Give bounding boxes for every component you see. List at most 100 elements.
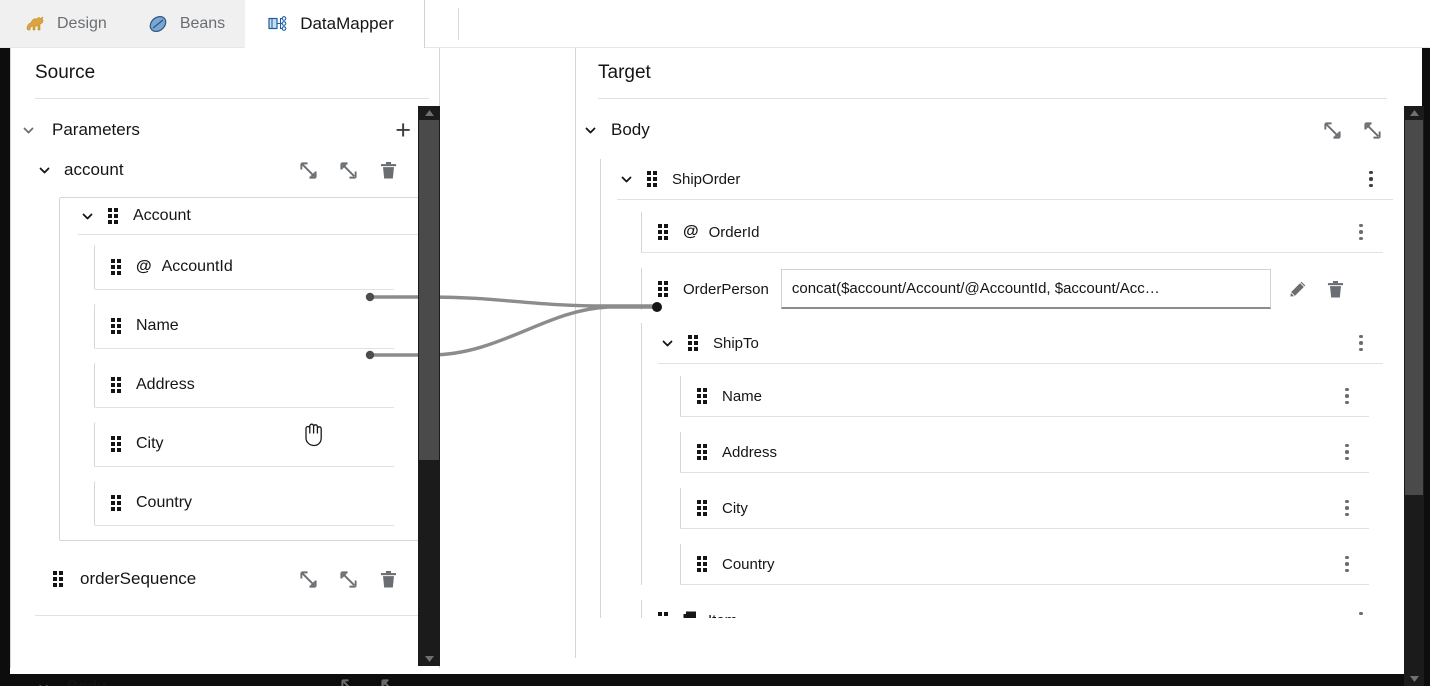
source-field-Country[interactable]: Country [94, 481, 394, 526]
drag-handle-icon[interactable] [697, 500, 710, 516]
scroll-up-arrow-icon[interactable] [1404, 106, 1424, 120]
attribute-marker-icon: @ [683, 223, 699, 240]
source-Account-header[interactable]: Account [60, 198, 418, 234]
drag-handle-icon[interactable] [688, 335, 701, 351]
target-field-City[interactable]: City [680, 488, 1369, 529]
source-node-orderSequence[interactable]: orderSequence [11, 557, 439, 601]
chevron-down-icon[interactable] [581, 121, 599, 139]
chevron-down-icon[interactable] [35, 161, 53, 179]
drag-handle-icon[interactable] [108, 208, 121, 224]
expression-input[interactable]: concat($account/Account/@AccountId, $acc… [780, 269, 1271, 309]
source-parameters-header[interactable]: Parameters + [11, 113, 439, 147]
pencil-icon[interactable] [1287, 278, 1309, 300]
target-field-label: Name [722, 387, 763, 405]
divider [658, 363, 1383, 364]
drag-handle-icon[interactable] [111, 377, 124, 393]
drag-handle-icon[interactable] [111, 495, 124, 511]
source-field-AccountId[interactable]: @ AccountId [94, 245, 394, 290]
chevron-down-icon[interactable] [78, 207, 96, 225]
camel-icon [24, 13, 46, 35]
target-field-Country[interactable]: Country [680, 544, 1369, 585]
drag-handle-icon[interactable] [658, 224, 671, 240]
divider [642, 252, 1383, 253]
source-scrollbar[interactable] [418, 106, 440, 666]
target-ShipTo-children: Name Address [680, 376, 1369, 585]
kebab-menu-icon[interactable] [1337, 441, 1357, 463]
export-instance-icon[interactable] [337, 568, 359, 590]
kebab-menu-icon[interactable] [1337, 497, 1357, 519]
export-instance-icon[interactable] [1361, 119, 1383, 141]
export-instance-icon[interactable] [337, 159, 359, 181]
source-field-Name[interactable]: Name [94, 304, 394, 349]
drag-handle-icon[interactable] [111, 259, 124, 275]
target-field-Address[interactable]: Address [680, 432, 1369, 473]
target-ShipOrder-label: ShipOrder [672, 170, 741, 188]
export-instance-icon[interactable] [378, 676, 400, 686]
source-field-label: Country [136, 494, 193, 511]
target-field-label: Item [708, 612, 737, 619]
source-account-header[interactable]: account [11, 153, 439, 187]
import-instance-icon[interactable] [338, 676, 360, 686]
target-scrollbar[interactable] [1404, 106, 1424, 686]
drag-handle-icon[interactable] [697, 556, 710, 572]
source-next-section-partial[interactable]: Body [34, 670, 434, 686]
drag-handle-icon[interactable] [111, 436, 124, 452]
source-field-City[interactable]: City [94, 422, 394, 467]
drag-handle-icon[interactable] [697, 444, 710, 460]
add-parameter-button[interactable]: + [395, 115, 411, 145]
source-field-label: City [136, 435, 164, 452]
kebab-menu-icon[interactable] [1337, 553, 1357, 575]
tab-beans[interactable]: Beans [127, 0, 245, 48]
drag-handle-icon[interactable] [647, 171, 660, 187]
target-scrollbar-thumb[interactable] [1405, 120, 1423, 495]
kebab-menu-icon[interactable] [1351, 332, 1371, 354]
target-field-label: City [722, 499, 748, 517]
drag-handle-icon[interactable] [53, 571, 66, 587]
tab-bar-underline [0, 47, 1430, 48]
kebab-menu-icon[interactable] [1351, 221, 1371, 243]
trash-icon[interactable] [377, 159, 399, 181]
chevron-down-icon[interactable] [658, 334, 676, 352]
import-instance-icon[interactable] [1321, 119, 1343, 141]
target-field-OrderId[interactable]: @ OrderId [641, 212, 1383, 253]
target-body-header[interactable]: Body [576, 113, 1403, 147]
tab-datamapper[interactable]: DataMapper [245, 0, 425, 49]
import-instance-icon[interactable] [297, 568, 319, 590]
trash-icon[interactable] [1325, 278, 1347, 300]
window-right-edge [1422, 48, 1430, 686]
tab-divider [458, 8, 459, 40]
target-field-label: Address [722, 443, 778, 461]
kebab-menu-icon[interactable] [1337, 385, 1357, 407]
target-body-label: Body [611, 120, 650, 139]
scroll-up-arrow-icon[interactable] [418, 106, 440, 120]
target-ShipTo-header[interactable]: ShipTo [642, 323, 1383, 363]
drag-handle-icon[interactable] [697, 388, 710, 404]
target-field-Name[interactable]: Name [680, 376, 1369, 417]
chevron-down-icon[interactable] [34, 678, 52, 686]
source-bottom-divider [35, 615, 423, 616]
drag-handle-icon[interactable] [111, 318, 124, 334]
scroll-down-arrow-icon[interactable] [1404, 672, 1424, 686]
source-field-list: @ AccountId Name [94, 245, 394, 526]
kebab-menu-icon[interactable] [1351, 609, 1371, 618]
attribute-marker-icon: @ [136, 258, 152, 275]
chevron-down-icon[interactable] [19, 121, 37, 139]
kebab-menu-icon[interactable] [1361, 168, 1381, 190]
import-instance-icon[interactable] [297, 159, 319, 181]
source-field-Address[interactable]: Address [94, 363, 394, 408]
target-field-label: OrderId [708, 223, 760, 241]
datamapper-icon [267, 13, 289, 35]
scroll-down-arrow-icon[interactable] [418, 652, 440, 666]
drag-handle-icon[interactable] [658, 281, 671, 297]
target-field-OrderPerson[interactable]: OrderPerson concat($account/Account/@Acc… [641, 268, 1383, 310]
chevron-down-icon[interactable] [617, 170, 635, 188]
drag-handle-icon[interactable] [658, 612, 671, 618]
source-orderSequence-label: orderSequence [80, 569, 197, 588]
window-bottom-edge [0, 674, 1430, 686]
source-node-account: account [11, 153, 439, 541]
trash-icon[interactable] [377, 568, 399, 590]
target-ShipOrder-header[interactable]: ShipOrder [601, 159, 1393, 199]
tab-design[interactable]: Design [0, 0, 127, 48]
target-field-Item[interactable]: Item [641, 600, 1383, 618]
source-scrollbar-thumb[interactable] [419, 120, 439, 460]
